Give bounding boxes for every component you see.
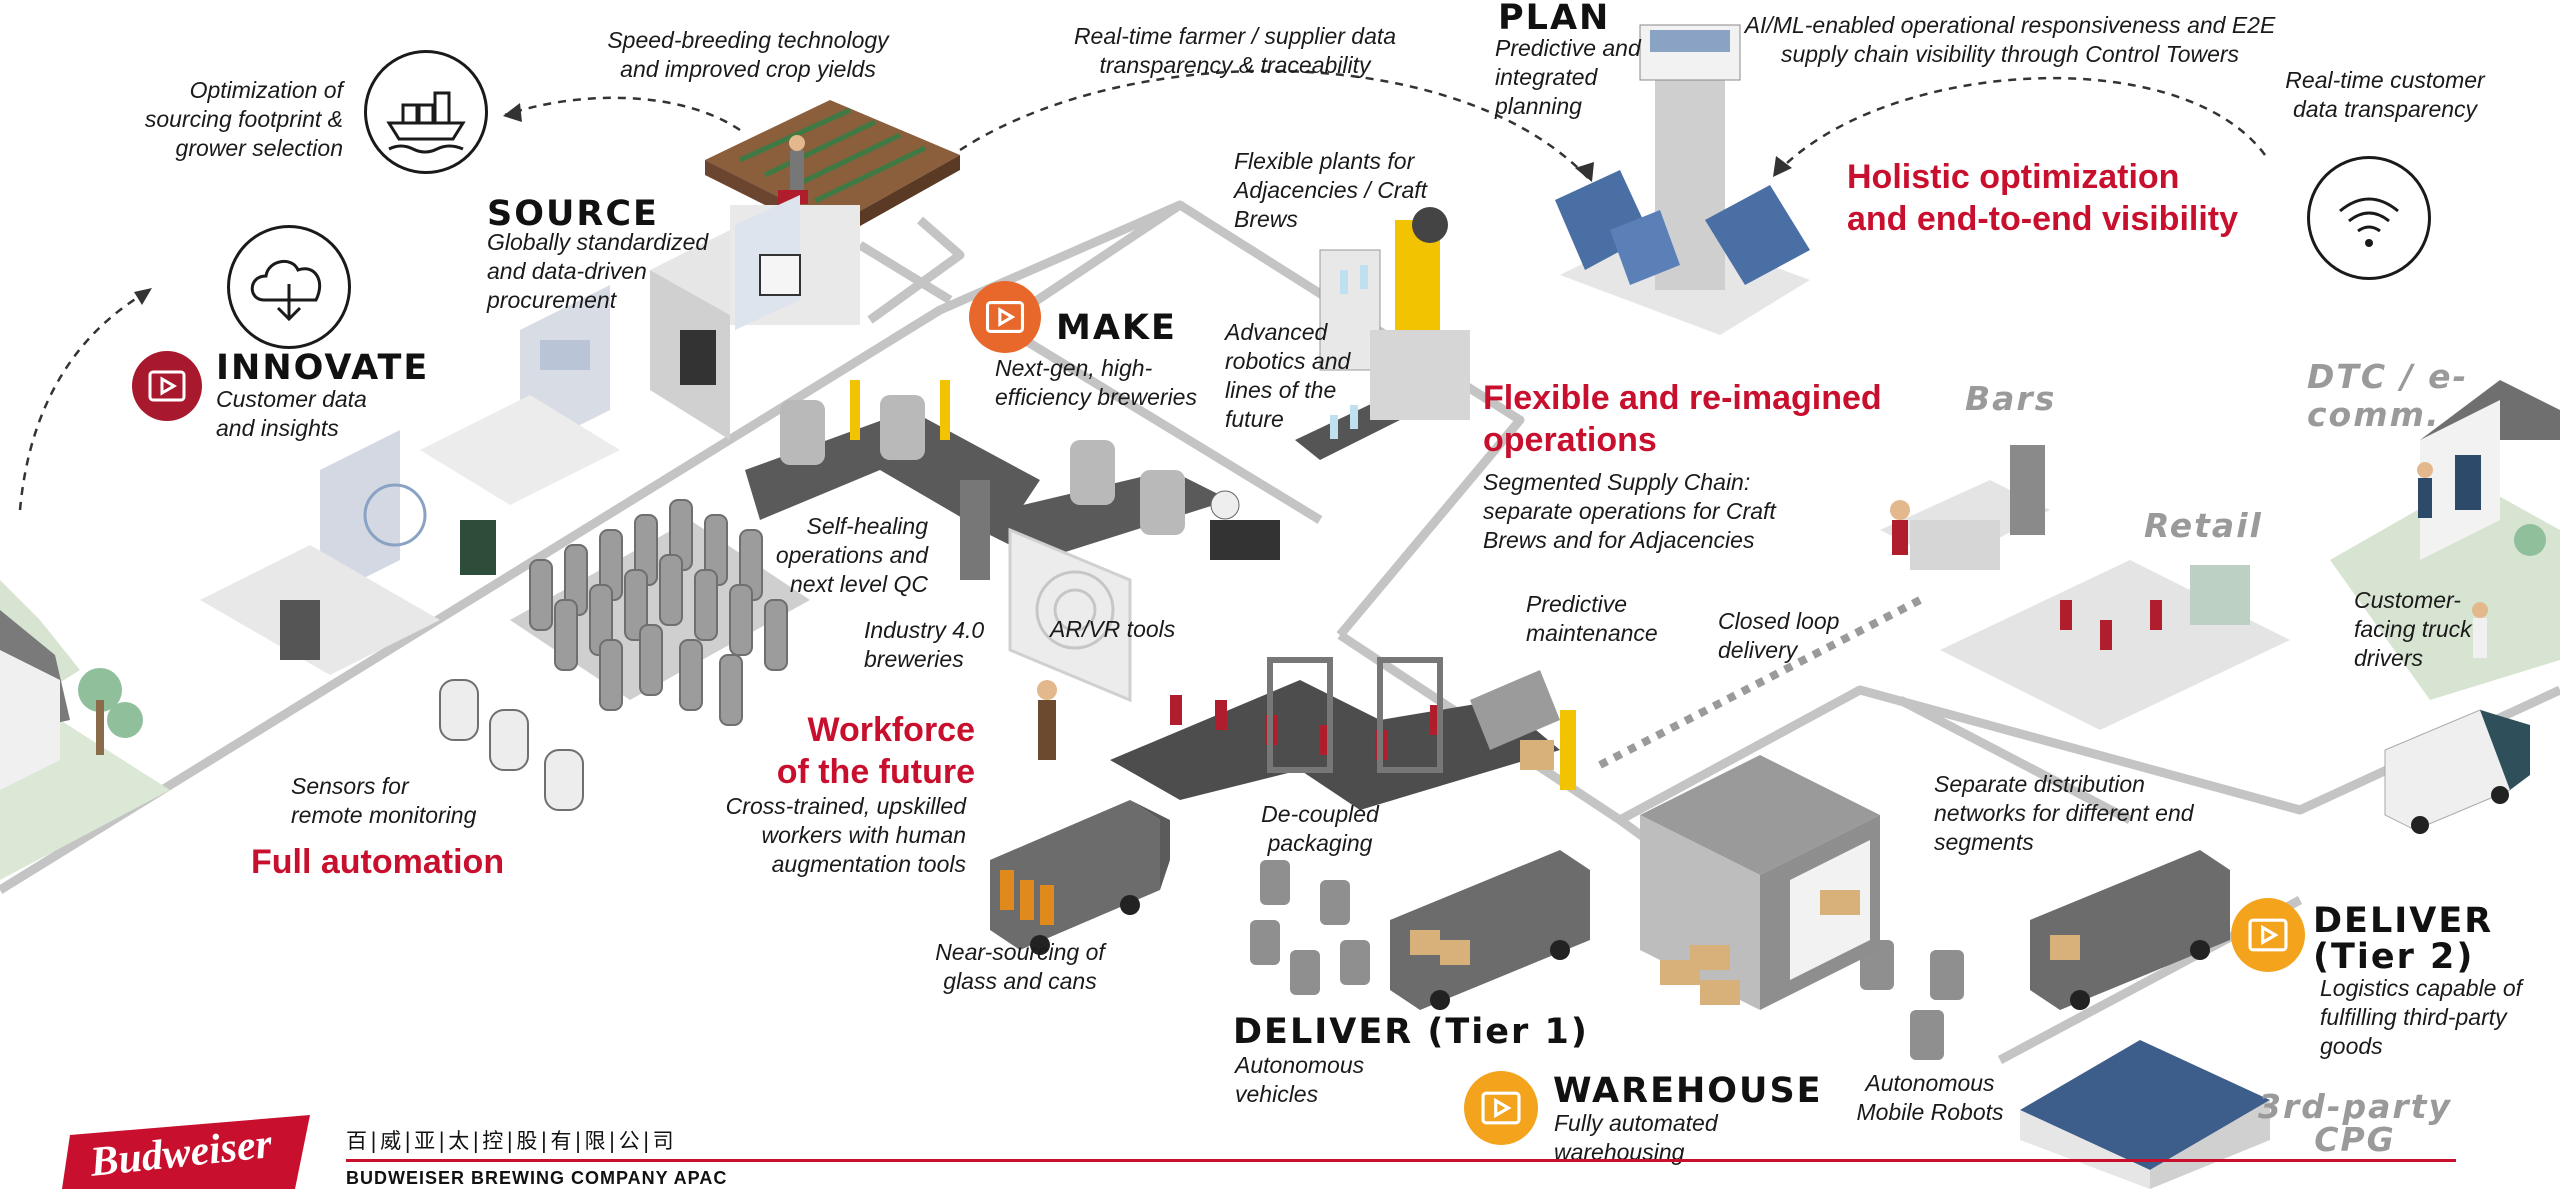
truck-tier1	[1390, 850, 1590, 1010]
truck-near-sourcing	[990, 800, 1170, 955]
footer-company-chinese: 百|威|亚|太|控|股|有|限|公|司	[346, 1129, 677, 1153]
bars-scene	[1880, 445, 2050, 570]
crop-field	[705, 100, 960, 240]
stage-title-make: MAKE	[1056, 308, 1177, 348]
flow-arrows	[18, 69, 2267, 511]
closed-loop-path	[1598, 596, 1922, 769]
arrow-heads	[134, 103, 1792, 305]
play-icon-make[interactable]	[969, 281, 1041, 353]
house-dtc	[2330, 380, 2560, 700]
truck-tier2	[2030, 850, 2230, 1010]
stage-desc-make: Next-gen, high-efficiency breweries	[995, 355, 1197, 410]
control-tower	[1555, 24, 1810, 335]
office-floors	[200, 195, 860, 675]
segment-bars: Bars	[1965, 379, 2057, 418]
truck-dtc	[2384, 709, 2530, 834]
wifi-icon	[2307, 156, 2431, 280]
footer-company-english: BUDWEISER BREWING COMPANY APAC	[346, 1168, 728, 1188]
headline-full-automation: Full automation	[251, 843, 505, 881]
craft-brew-line	[1295, 207, 1470, 460]
autonomous-robots	[1250, 860, 1964, 1060]
footer-divider	[346, 1159, 2456, 1162]
warehouse-building	[1640, 755, 1880, 1010]
stage-title-warehouse: WAREHOUSE	[1553, 1071, 1823, 1111]
callout-segmented-supply-chain: Segmented Supply Chain:separate operatio…	[1483, 469, 1776, 553]
cloud-download-icon	[227, 225, 351, 349]
stage-title-deliver-tier1: DELIVER (Tier 1)	[1233, 1012, 1589, 1052]
budweiser-logo-banner	[62, 1115, 310, 1189]
play-icon-warehouse[interactable]	[1464, 1071, 1538, 1145]
segment-dtc: DTC / e-comm.	[2307, 357, 2469, 434]
stage-title-source: SOURCE	[487, 194, 659, 234]
stage-title-plan: PLAN	[1498, 0, 1611, 38]
play-icon-deliver2[interactable]	[2231, 898, 2305, 972]
retail-scene	[1940, 560, 2290, 730]
stage-title-innovate: INNOVATE	[216, 348, 430, 388]
play-icon-innovate[interactable]	[132, 351, 202, 421]
ar-vr-screen	[1008, 527, 1132, 760]
cpg-building	[2020, 1040, 2270, 1189]
packaging-line	[1110, 657, 1576, 810]
brewery-tanks	[439, 499, 810, 811]
cargo-ship-icon	[364, 50, 488, 174]
stage-title-deliver-tier2: DELIVER(Tier 2)	[2313, 901, 2494, 977]
house-left	[0, 580, 170, 880]
callout-ar-vr: AR/VR tools	[1050, 616, 1176, 642]
callout-ai-ml: AI/ML-enabled operational responsiveness…	[1744, 12, 2276, 67]
segment-retail: Retail	[2144, 506, 2263, 545]
